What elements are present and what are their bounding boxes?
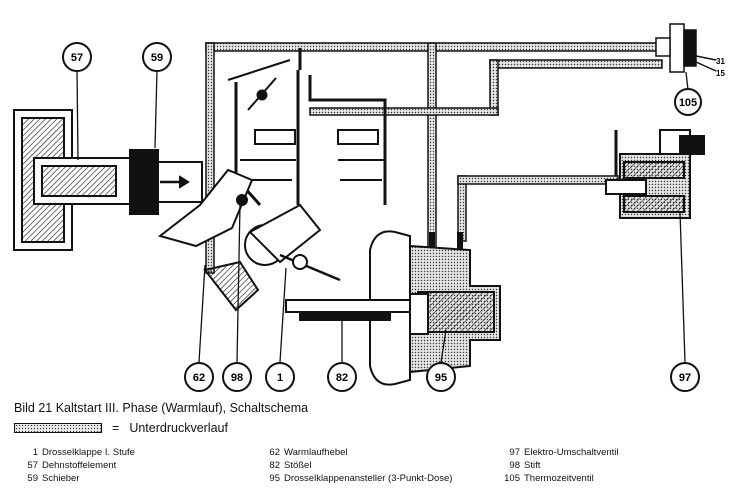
terminal-31: 31 [716, 57, 725, 66]
thermo-time-valve [655, 23, 717, 73]
callout-62 [184, 362, 214, 392]
callout-57 [62, 42, 92, 72]
callout-95 [426, 362, 456, 392]
callout-59 [142, 42, 172, 72]
callout-1-text: 1 [277, 372, 283, 384]
callout-97-text: 97 [679, 372, 691, 384]
callout-105 [674, 88, 702, 116]
callout-1 [265, 362, 295, 392]
throttle-positioner [285, 230, 501, 386]
callout-59-text: 59 [151, 52, 163, 64]
callout-62-text: 62 [193, 372, 205, 384]
callout-105-text: 105 [679, 97, 697, 109]
figure-caption: Bild 21 Kaltstart III. Phase (Warmlauf),… [14, 401, 309, 415]
vacuum-line-swatch [14, 423, 102, 433]
callout-98 [222, 362, 252, 392]
callouts [62, 42, 702, 392]
expansion-element [13, 109, 203, 251]
legend: = Unterdruckverlauf [14, 421, 228, 435]
leader-lines [76, 69, 689, 363]
callout-82 [327, 362, 357, 392]
schematic-diagram: 31 15 [13, 23, 725, 392]
callout-98-text: 98 [231, 372, 243, 384]
callout-95-text: 95 [435, 372, 447, 384]
legend-equals: = [112, 421, 120, 435]
callout-82-text: 82 [336, 372, 348, 384]
callout-57-text: 57 [71, 52, 83, 64]
legend-label: Unterdruckverlauf [129, 421, 228, 435]
terminal-15: 15 [716, 69, 725, 78]
warm-up-lever [157, 168, 341, 312]
callout-97 [670, 362, 700, 392]
electro-changeover-valve [605, 129, 705, 219]
